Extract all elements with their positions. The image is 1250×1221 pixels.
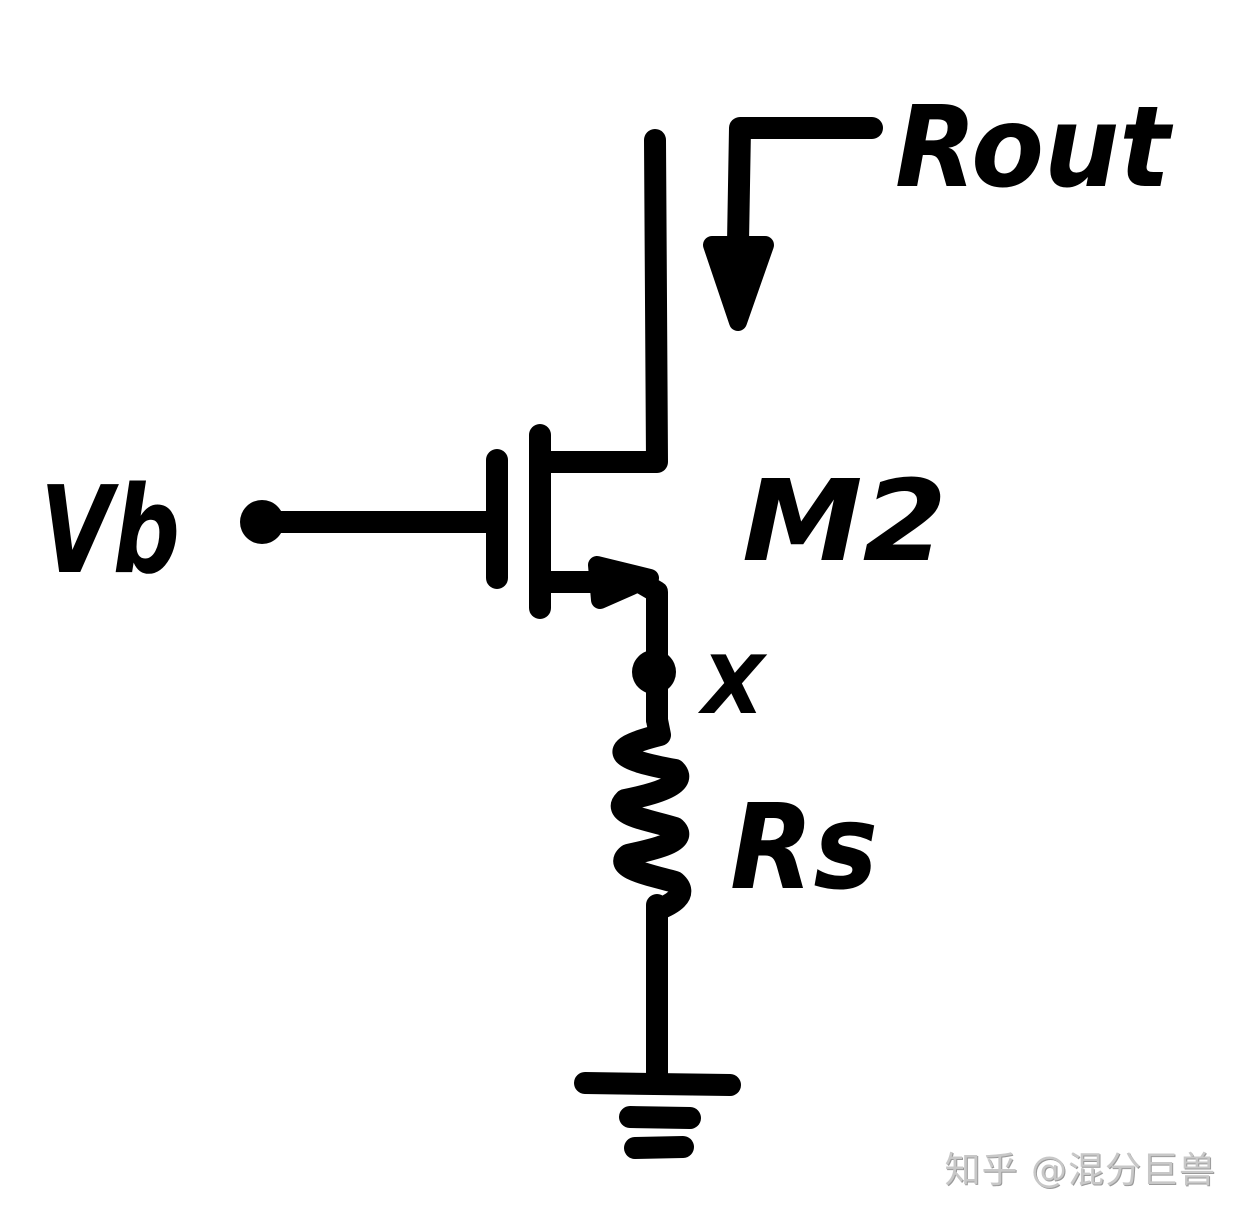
resistor-rs <box>611 709 692 921</box>
watermark: 知乎 @混分巨兽 <box>944 1150 1216 1191</box>
ground-line-2 <box>619 1106 701 1129</box>
ground-line-3 <box>624 1136 694 1159</box>
label-rs: Rs <box>730 778 878 916</box>
label-m2: M2 <box>742 457 947 587</box>
label-x: X <box>697 639 767 732</box>
label-rout: Rout <box>895 83 1173 213</box>
rout-arrow-head <box>703 236 774 331</box>
node-x-dot <box>632 650 676 694</box>
ground-line-1 <box>574 1072 741 1096</box>
label-vb: Vb <box>40 462 180 601</box>
drain-wire <box>531 129 668 473</box>
source-arrow-head <box>588 556 659 609</box>
